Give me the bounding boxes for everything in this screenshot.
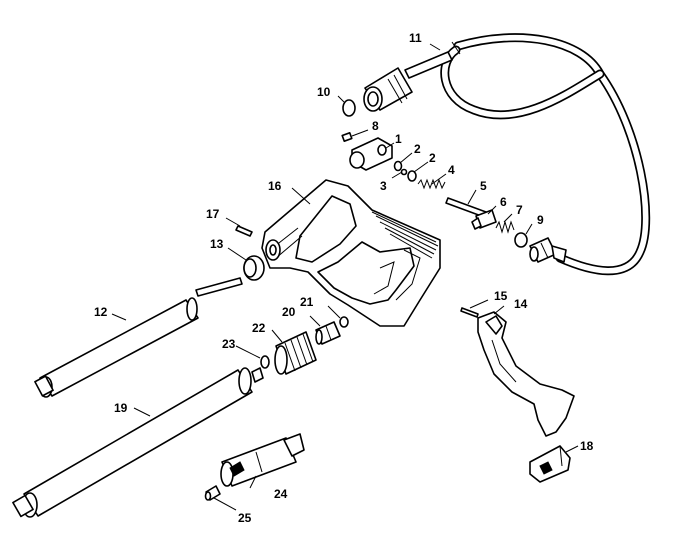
part-clip-18 <box>529 445 571 483</box>
callout-14: 14 <box>514 297 528 311</box>
part-hose-fitting <box>363 51 453 112</box>
callout-15: 15 <box>494 289 508 303</box>
callout-2b: 2 <box>429 151 436 165</box>
callout-11: 11 <box>409 31 422 45</box>
part-lance-19 <box>12 367 264 518</box>
callout-17: 17 <box>206 207 220 221</box>
callout-21: 21 <box>300 295 314 309</box>
callout-2a: 2 <box>414 142 421 156</box>
part-nut-13 <box>243 255 265 281</box>
part-ball-3 <box>400 168 408 176</box>
part-ring-2a <box>393 160 403 172</box>
part-valve-body <box>349 137 393 171</box>
callout-10: 10 <box>317 85 331 99</box>
callout-22: 22 <box>252 321 266 335</box>
part-o-ring-9 <box>514 232 528 248</box>
part-coupling-22 <box>274 331 317 375</box>
part-screw-17 <box>235 225 253 237</box>
part-insert-25 <box>204 485 221 501</box>
callout-1: 1 <box>395 132 402 146</box>
part-trigger-14 <box>477 311 575 437</box>
leader-lines <box>111 43 579 511</box>
callout-25: 25 <box>238 511 252 525</box>
part-ring-23 <box>260 355 270 369</box>
part-o-ring-21 <box>339 316 349 328</box>
callout-8: 8 <box>372 119 379 133</box>
callout-4: 4 <box>448 163 455 177</box>
part-ring-2b <box>407 170 417 182</box>
part-spring-4 <box>417 178 446 190</box>
part-screw-8 <box>341 132 353 142</box>
part-pin-15 <box>460 307 479 318</box>
callout-7: 7 <box>516 203 523 217</box>
callout-3: 3 <box>380 179 387 193</box>
part-hose <box>440 33 651 276</box>
callout-6: 6 <box>500 195 507 209</box>
part-o-ring-10 <box>342 99 356 117</box>
callout-5: 5 <box>480 179 487 193</box>
callout-12: 12 <box>94 305 108 319</box>
part-spring-7 <box>495 220 515 234</box>
callout-16: 16 <box>268 179 282 193</box>
callout-13: 13 <box>210 237 224 251</box>
part-fitting-20 <box>315 321 341 345</box>
callout-24: 24 <box>274 487 288 501</box>
part-lance-12 <box>34 277 243 398</box>
part-nozzle-24 <box>220 433 305 487</box>
callout-9: 9 <box>537 213 544 227</box>
callout-labels: 11 10 8 1 2 2 3 4 5 6 7 9 16 17 13 12 15… <box>94 31 594 525</box>
callout-20: 20 <box>282 305 296 319</box>
part-hose-end-nut <box>529 237 567 263</box>
callout-18: 18 <box>580 439 594 453</box>
part-valve-stem-6 <box>471 209 497 230</box>
callout-23: 23 <box>222 337 236 351</box>
callout-19: 19 <box>114 401 128 415</box>
part-gun-housing <box>261 179 441 327</box>
